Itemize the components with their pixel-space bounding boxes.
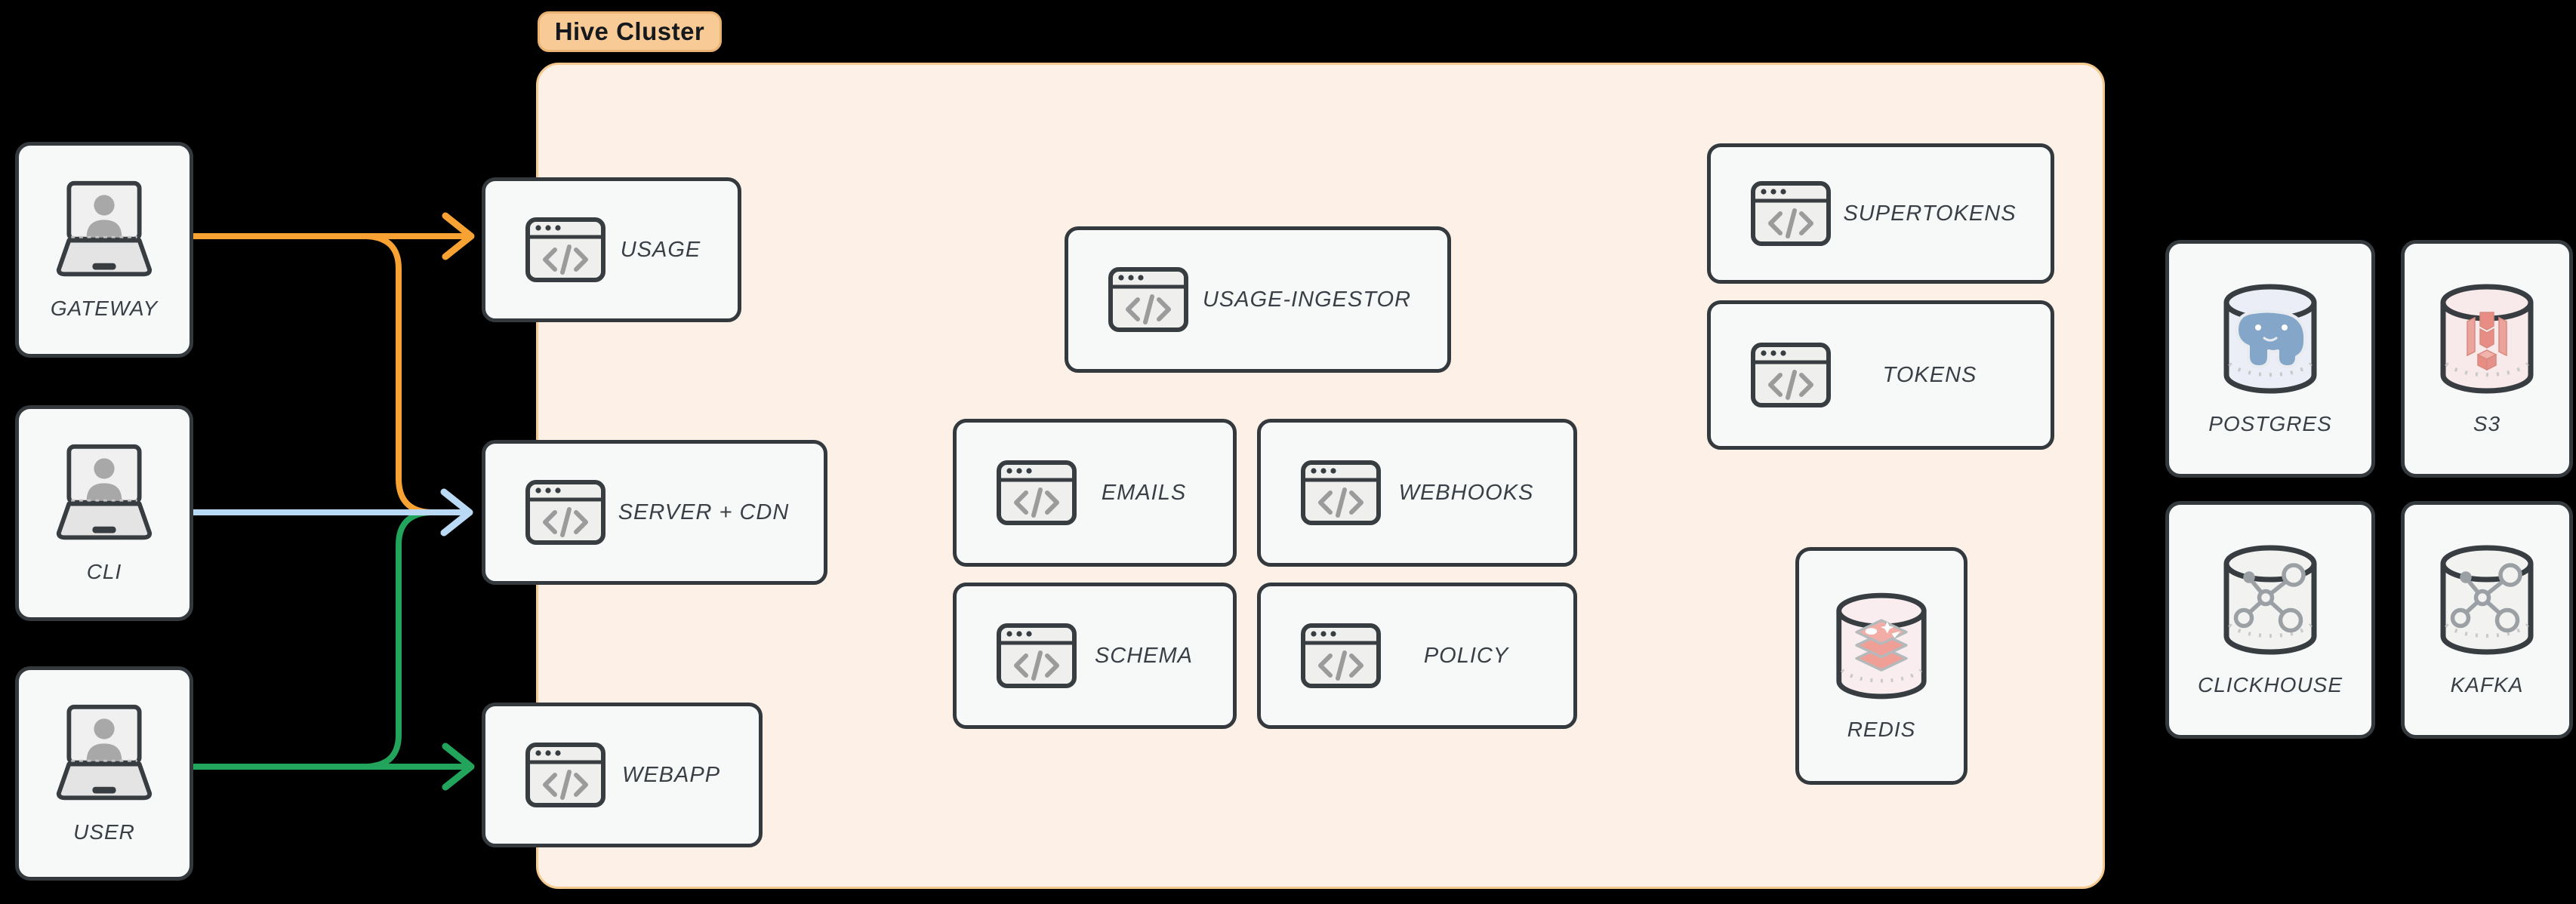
laptop-user-icon	[45, 703, 163, 805]
service-node-policy: POLICY	[1257, 583, 1577, 729]
edge-user-webapp-arrowhead	[442, 743, 475, 791]
service-node-emails: EMAILS	[953, 419, 1237, 567]
s3-database-icon	[2437, 282, 2537, 397]
node-label: S3	[2473, 411, 2501, 435]
external-node-clickhouse: CLICKHOUSE	[2165, 501, 2375, 739]
external-node-postgres: POSTGRES	[2165, 240, 2375, 478]
client-node-user: USER	[15, 666, 193, 881]
clickhouse-database-icon	[2220, 543, 2320, 658]
node-label: GATEWAY	[50, 297, 159, 320]
client-node-gateway: GATEWAY	[15, 142, 193, 358]
laptop-user-icon	[45, 442, 163, 545]
node-label: USAGE-INGESTOR	[1202, 287, 1412, 312]
node-label: SCHEMA	[1094, 643, 1194, 668]
node-label: EMAILS	[1101, 480, 1187, 505]
code-window-icon	[996, 623, 1077, 689]
node-label: REDIS	[1847, 717, 1916, 741]
service-node-tokens: TOKENS	[1707, 300, 2054, 450]
code-window-icon	[1300, 623, 1382, 689]
node-label: CLI	[86, 560, 122, 583]
service-node-webapp: WEBAPP	[482, 703, 763, 847]
service-node-webhooks: WEBHOOKS	[1257, 419, 1577, 567]
postgres-database-icon	[2220, 282, 2320, 397]
node-label: USAGE	[620, 237, 701, 262]
code-window-icon	[1750, 342, 1832, 408]
service-node-redis: REDIS	[1795, 547, 1967, 785]
code-window-icon	[525, 217, 606, 283]
edge-gateway-usage-arrowhead	[442, 212, 475, 260]
node-label: TOKENS	[1882, 362, 1977, 387]
node-label: SUPERTOKENS	[1843, 201, 2017, 226]
edge-cli-servercdn-arrowhead	[440, 488, 473, 537]
code-window-icon	[1750, 180, 1832, 247]
code-window-icon	[1300, 460, 1382, 526]
code-window-icon	[996, 460, 1077, 526]
node-label: KAFKA	[2450, 672, 2524, 696]
code-window-icon	[525, 742, 606, 808]
service-node-usage-ingestor: USAGE-INGESTOR	[1065, 226, 1451, 373]
node-label: CLICKHOUSE	[2197, 672, 2343, 696]
code-window-icon	[1108, 266, 1189, 333]
service-node-server-cdn: SERVER + CDN	[482, 440, 827, 585]
hive-cluster-badge-label: Hive Cluster	[554, 17, 705, 45]
node-label: POSTGRES	[2208, 411, 2332, 435]
node-label: USER	[73, 820, 135, 844]
node-label: POLICY	[1423, 643, 1509, 668]
service-node-usage: USAGE	[482, 177, 741, 322]
external-node-kafka: KAFKA	[2401, 501, 2573, 739]
node-label: SERVER + CDN	[618, 500, 790, 524]
external-node-s3: S3	[2401, 240, 2573, 478]
edge-gateway-servercdn	[364, 233, 456, 515]
client-node-cli: CLI	[15, 405, 193, 621]
laptop-user-icon	[45, 179, 163, 281]
hive-cluster-badge: Hive Cluster	[538, 11, 722, 52]
node-label: WEBHOOKS	[1398, 480, 1534, 505]
kafka-database-icon	[2437, 543, 2537, 658]
code-window-icon	[525, 479, 606, 546]
redis-database-icon	[1833, 591, 1930, 703]
service-node-schema: SCHEMA	[953, 583, 1237, 729]
service-node-supertokens: SUPERTOKENS	[1707, 143, 2054, 284]
edge-user-servercdn	[364, 509, 456, 770]
node-label: WEBAPP	[621, 762, 721, 787]
